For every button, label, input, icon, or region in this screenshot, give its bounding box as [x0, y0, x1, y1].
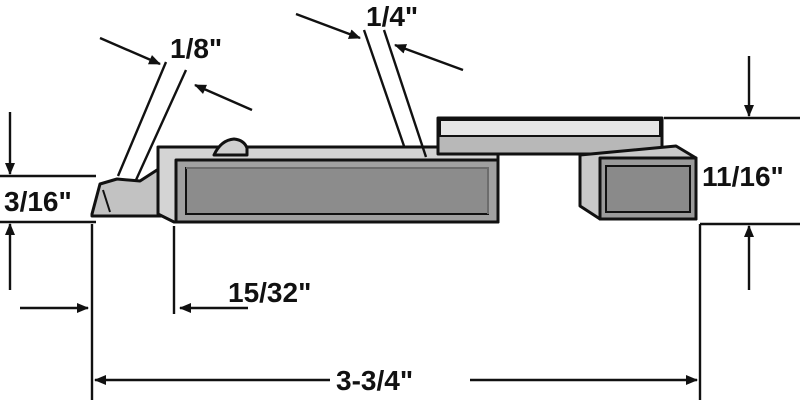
dimension-offset: 15/32" — [20, 226, 311, 314]
dimension-block-height: 11/16" — [664, 56, 800, 290]
dimension-tip-height-label: 3/16" — [4, 186, 72, 217]
latch-right-block — [578, 144, 698, 221]
dimension-tip-height: 3/16" — [0, 112, 96, 290]
latch-part — [90, 116, 698, 224]
dimension-slot-width: 1/4" — [295, 1, 464, 158]
dimension-slot-width-label: 1/4" — [366, 1, 418, 32]
dimension-tip-width: 1/8" — [99, 33, 253, 181]
dimension-offset-label: 15/32" — [228, 277, 311, 308]
latch-top-plate — [436, 116, 664, 156]
dimension-overall-length-label: 3-3/4" — [336, 365, 413, 396]
latch-main-body — [156, 145, 500, 224]
dimension-tip-width-label: 1/8" — [170, 33, 222, 64]
dimension-overall-length: 3-3/4" — [90, 224, 702, 400]
latch-top-bump — [212, 137, 249, 157]
dimension-block-height-label: 11/16" — [702, 161, 784, 192]
